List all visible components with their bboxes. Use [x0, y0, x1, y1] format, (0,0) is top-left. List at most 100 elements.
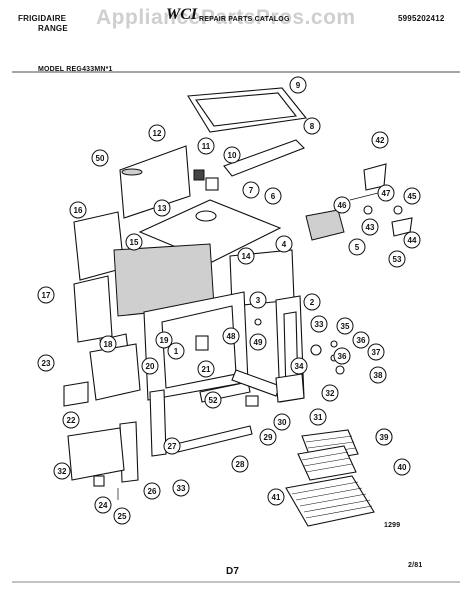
callout-circle	[310, 315, 328, 333]
callout-18: 18	[99, 335, 117, 353]
callout-circle	[303, 293, 321, 311]
callout-circle	[148, 124, 166, 142]
callout-number: 34	[295, 362, 304, 371]
callout-number: 46	[338, 201, 347, 210]
part-28-rail	[175, 425, 253, 453]
callout-circle	[153, 199, 171, 217]
callout-circle	[321, 384, 339, 402]
callout-41: 41	[267, 488, 285, 506]
callout-number: 38	[374, 371, 383, 380]
callout-27: 27	[163, 437, 181, 455]
part-34-knob	[310, 344, 322, 356]
callout-38: 38	[369, 366, 387, 384]
callout-circle	[259, 428, 277, 446]
part-24-clip	[93, 475, 105, 487]
callout-circle	[367, 343, 385, 361]
callout-number: 41	[272, 493, 281, 502]
callout-circle	[267, 488, 285, 506]
callout-circle	[197, 360, 215, 378]
callout-8: 8	[303, 117, 321, 135]
callout-circle	[275, 235, 293, 253]
callout-circle	[113, 507, 131, 525]
callout-number: 4	[282, 240, 287, 249]
callout-19: 19	[155, 331, 173, 349]
catalog-number: 5995202412	[398, 14, 445, 23]
callout-number: 47	[382, 189, 391, 198]
callout-circle	[94, 496, 112, 514]
callout-number: 14	[242, 252, 251, 261]
callout-number: 33	[315, 320, 324, 329]
part-29-clip	[245, 395, 259, 407]
callout-circle	[369, 366, 387, 384]
callout-25: 25	[113, 507, 131, 525]
callout-number: 53	[393, 255, 402, 264]
callout-circle	[348, 238, 366, 256]
part-oven-top-hole	[195, 210, 217, 222]
callout-number: 17	[42, 291, 51, 300]
callout-14: 14	[237, 247, 255, 265]
callout-number: 32	[58, 467, 67, 476]
callout-circle	[264, 187, 282, 205]
callout-circle	[197, 137, 215, 155]
callout-circle	[333, 196, 351, 214]
callout-7: 7	[242, 181, 260, 199]
part-41-broiler-pan	[285, 475, 375, 527]
part-30-rail	[231, 369, 281, 397]
callout-circle	[403, 187, 421, 205]
page-number: D7	[226, 566, 240, 577]
footer-code: 1299	[384, 522, 401, 529]
part-control-bracket	[223, 139, 305, 177]
part-side-panel-left	[73, 275, 113, 343]
part-31-channel	[275, 373, 305, 403]
callout-number: 29	[264, 433, 273, 442]
callout-circle	[125, 233, 143, 251]
callout-number: 30	[278, 418, 287, 427]
callout-number: 43	[366, 223, 375, 232]
part-insulation-block	[305, 209, 345, 241]
callout-circle	[309, 408, 327, 426]
callout-2: 2	[303, 293, 321, 311]
callout-number: 50	[96, 154, 105, 163]
callout-15: 15	[125, 233, 143, 251]
part-49-screw	[254, 318, 262, 326]
callout-circle	[37, 354, 55, 372]
part-46-nut	[363, 205, 373, 215]
callout-number: 5	[355, 243, 360, 252]
callout-number: 49	[254, 338, 263, 347]
part-22-plate	[63, 381, 89, 407]
callout-44: 44	[403, 231, 421, 249]
part-backguard	[119, 145, 191, 219]
callout-47: 47	[377, 184, 395, 202]
callout-number: 19	[160, 336, 169, 345]
callout-circle	[290, 357, 308, 375]
callout-number: 12	[153, 129, 162, 138]
callout-number: 23	[42, 359, 51, 368]
callout-circle	[231, 455, 249, 473]
callout-number: 26	[148, 487, 157, 496]
callout-number: 10	[228, 151, 237, 160]
callout-number: 28	[236, 460, 245, 469]
callout-circle	[388, 250, 406, 268]
callout-number: 21	[202, 365, 211, 374]
part-10-block	[205, 177, 219, 191]
callout-29: 29	[259, 428, 277, 446]
callout-number: 42	[376, 136, 385, 145]
callout-31: 31	[309, 408, 327, 426]
part-45-fitting	[393, 205, 403, 215]
part-48-lamp	[195, 335, 209, 351]
callout-11: 11	[197, 137, 215, 155]
callout-number: 32	[326, 389, 335, 398]
callout-circle	[69, 201, 87, 219]
callout-number: 35	[341, 322, 350, 331]
callout-36: 36	[333, 347, 351, 365]
callout-circle	[222, 327, 240, 345]
callout-1: 1	[167, 342, 185, 360]
callout-circle	[172, 479, 190, 497]
callout-number: 6	[271, 192, 276, 201]
callout-number: 2	[310, 298, 315, 307]
callout-33: 33	[172, 479, 190, 497]
callout-17: 17	[37, 286, 55, 304]
